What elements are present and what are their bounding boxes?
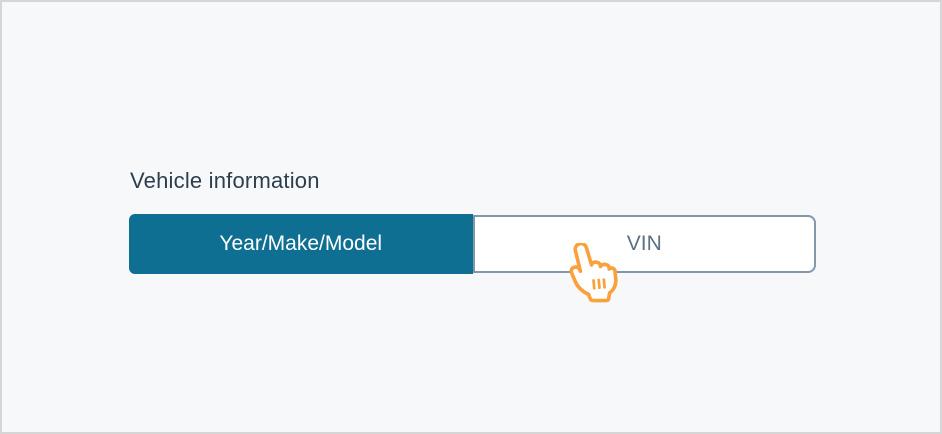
vehicle-information-heading: Vehicle information [130,168,320,193]
toggle-option-year-make-model[interactable]: Year/Make/Model [129,214,473,274]
toggle-option-vin[interactable]: VIN [472,215,816,273]
vehicle-input-mode-toggle: Year/Make/Model VIN [129,214,816,274]
